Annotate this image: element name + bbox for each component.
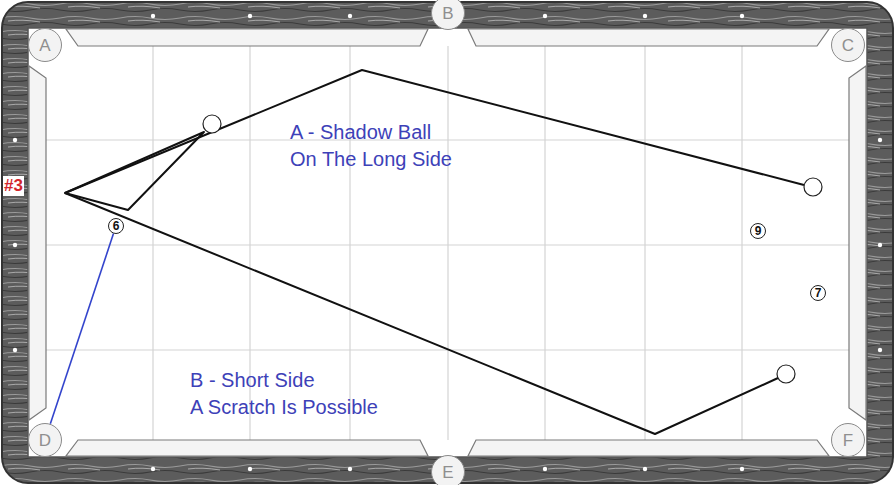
pocket-circle: C bbox=[831, 28, 865, 62]
rail-point-number: #3 bbox=[3, 176, 24, 196]
cushions bbox=[29, 29, 866, 456]
note-text: B - Short Side bbox=[190, 368, 315, 392]
object-ball: 6 bbox=[108, 218, 124, 234]
ball-number: 7 bbox=[815, 287, 822, 299]
table-bed bbox=[28, 28, 867, 457]
pocket-circle: A bbox=[28, 28, 62, 62]
shot-paths bbox=[65, 70, 804, 434]
grid-lines bbox=[46, 46, 850, 440]
note-text: On The Long Side bbox=[290, 147, 452, 171]
ball-number: 6 bbox=[113, 220, 120, 232]
pocket-letter: E bbox=[442, 464, 453, 481]
pocket-letter: A bbox=[39, 37, 50, 54]
pocket-letter: D bbox=[39, 432, 51, 449]
rail-diamonds bbox=[13, 14, 882, 471]
pocket-letter: C bbox=[842, 37, 854, 54]
object-ball: 7 bbox=[810, 285, 826, 301]
note-text: A Scratch Is Possible bbox=[190, 395, 378, 419]
pocket-letter: B bbox=[442, 5, 453, 22]
pocket-circle: E bbox=[431, 455, 465, 485]
pocket-letter: F bbox=[843, 432, 853, 449]
note-text: A - Shadow Ball bbox=[290, 120, 431, 144]
object-ball: 9 bbox=[750, 223, 766, 239]
ball-number: 9 bbox=[755, 225, 762, 237]
ball-to-pocket-line bbox=[50, 234, 113, 424]
pocket-circle: D bbox=[28, 423, 62, 457]
ghost-cue-balls bbox=[203, 115, 822, 383]
pocket-circle: F bbox=[831, 423, 865, 457]
